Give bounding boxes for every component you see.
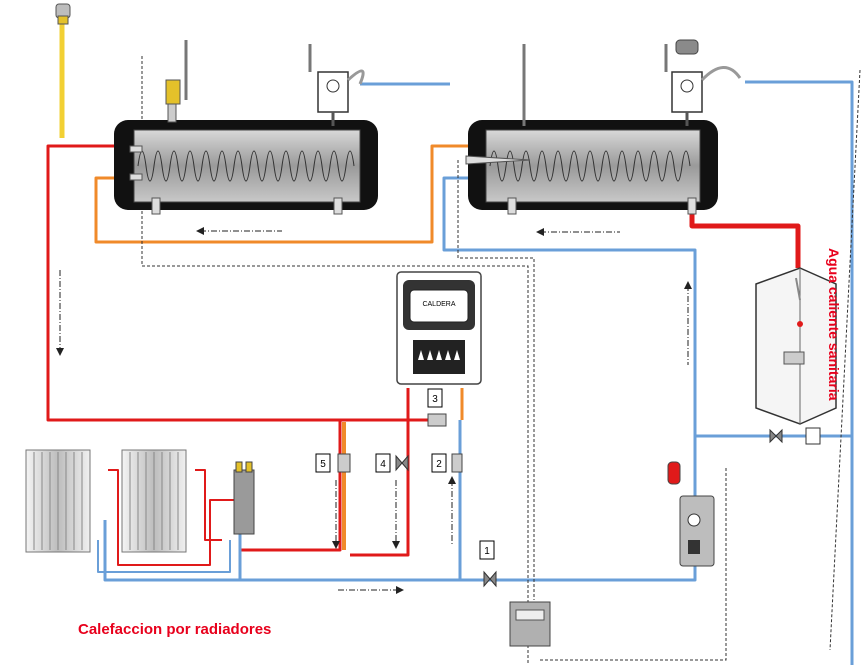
boiler-label: CALDERA (422, 301, 455, 308)
storage-tank-right (465, 44, 718, 215)
pipes (46, 20, 854, 665)
cold-pipe-top-right (745, 80, 854, 665)
valve-4-label: 4 (380, 459, 386, 470)
controller-box (509, 601, 551, 647)
radiator-loop-red2 (195, 469, 222, 541)
valve-4: 4 (375, 453, 409, 473)
valve-3: 3 (427, 388, 447, 427)
radiator-left (25, 449, 91, 553)
hot-branch-pipe (238, 420, 342, 552)
valve-1: 1 (479, 540, 497, 588)
thermostat-right (671, 66, 742, 126)
expansion-vessel-top (675, 39, 699, 55)
warm-pipe-left (94, 144, 470, 244)
coil-left (137, 150, 355, 182)
dhw-pipe (689, 212, 801, 268)
coil-right (489, 150, 691, 182)
valve-5-label: 5 (320, 459, 326, 470)
pump-group (667, 461, 715, 567)
radiator-right (121, 449, 187, 553)
hot-return-pipe (350, 388, 410, 557)
shower-valve (769, 427, 821, 445)
valve-3-label: 3 (432, 394, 438, 405)
hot-supply-pipe (46, 144, 430, 422)
valve-2-label: 2 (436, 459, 442, 470)
valve-1-label: 1 (484, 546, 490, 557)
valve-2: 2 (431, 453, 463, 473)
manifold (233, 461, 255, 535)
storage-tank-left (114, 40, 378, 215)
dhw-label: Agua caliente sanitaria (826, 248, 842, 401)
thermostat-left (308, 44, 365, 126)
boiler: CALDERA (396, 271, 482, 385)
gas-inlet-valve (55, 3, 71, 25)
shower-cabin (755, 267, 837, 425)
radiator-loop-blue (97, 540, 231, 573)
radiator-loop-red (108, 469, 240, 566)
arrowheads (56, 227, 692, 594)
cold-pipe-radiator (103, 520, 240, 582)
heating-label: Calefaccion por radiadores (78, 621, 271, 638)
valve-5: 5 (315, 453, 351, 473)
flow-arrows (59, 230, 689, 591)
